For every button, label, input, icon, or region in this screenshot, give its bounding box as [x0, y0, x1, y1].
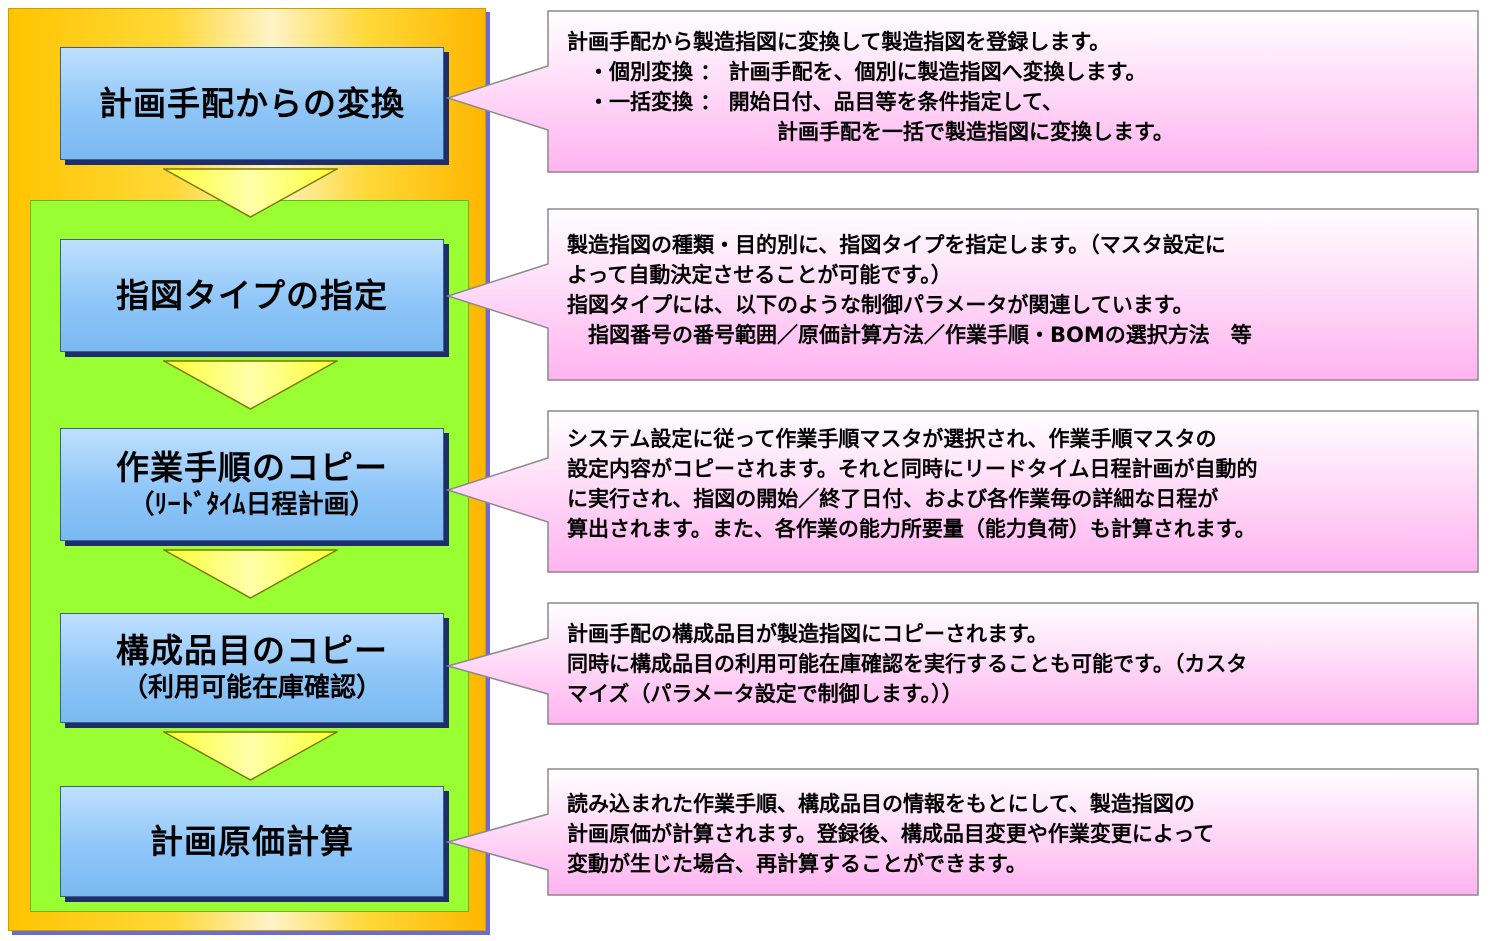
step-title: 計画手配からの変換: [99, 83, 405, 123]
callout-line: 計画手配を一括で製造指図に変換します。: [567, 120, 1174, 144]
callout-line: 同時に構成品目の利用可能在庫確認を実行することも可能です。（カスタ: [567, 652, 1248, 676]
step-box-cost-calculation: 計画原価計算: [60, 786, 444, 897]
step-box-routing-copy: 作業手順のコピー （ﾘｰﾄﾞﾀｲﾑ日程計画）: [60, 428, 444, 541]
down-arrow-icon: [163, 549, 338, 599]
callout-line: ・個別変換 ： 計画手配を、個別に製造指図へ変換します。: [567, 60, 1147, 84]
callout-line: 設定内容がコピーされます。それと同時にリードタイム日程計画が自動的: [567, 457, 1258, 481]
callout-line: に実行され、指図の開始／終了日付、および各作業毎の詳細な日程が: [567, 487, 1219, 511]
step-subtitle: （利用可能在庫確認）: [121, 673, 382, 703]
callout-line: 読み込まれた作業手順、構成品目の情報をもとにして、製造指図の: [567, 792, 1195, 816]
callout-line: 算出されます。また、各作業の能力所要量（能力負荷）も計算されます。: [567, 517, 1256, 541]
callout-line: 計画手配の構成品目が製造指図にコピーされます。: [567, 622, 1048, 646]
callout-plan-conversion: 計画手配から製造指図に変換して製造指図を登録します。 ・個別変換 ： 計画手配を…: [445, 10, 1483, 175]
callout-cost-calculation: 読み込まれた作業手順、構成品目の情報をもとにして、製造指図の 計画原価が計算され…: [445, 768, 1483, 898]
callout-line: 計画手配から製造指図に変換して製造指図を登録します。: [567, 30, 1111, 54]
callout-line: よって自動決定させることが可能です。）: [567, 263, 952, 287]
step-title: 指図タイプの指定: [116, 275, 388, 315]
callout-line: 指図番号の番号範囲／原価計算方法／作業手順・BOMの選択方法 等: [567, 323, 1252, 347]
down-arrow-icon: [163, 168, 338, 218]
callout-line: マイズ（パラメータ設定で制御します。））: [567, 682, 963, 706]
down-arrow-icon: [163, 731, 338, 781]
callout-routing-copy: システム設定に従って作業手順マスタが選択され、作業手順マスタの 設定内容がコピー…: [445, 410, 1483, 575]
step-box-component-copy: 構成品目のコピー （利用可能在庫確認）: [60, 613, 444, 723]
callout-line: 製造指図の種類・目的別に、指図タイプを指定します。（マスタ設定に: [567, 233, 1226, 257]
step-box-order-type: 指図タイプの指定: [60, 239, 444, 352]
callout-line: 計画原価が計算されます。登録後、構成品目変更や作業変更によって: [567, 822, 1215, 846]
callout-line: ・一括変換 ： 開始日付、品目等を条件指定して、: [567, 90, 1063, 114]
down-arrow-icon: [163, 360, 338, 410]
callout-line: 指図タイプには、以下のような制御パラメータが関連しています。: [567, 293, 1194, 317]
callout-order-type: 製造指図の種類・目的別に、指図タイプを指定します。（マスタ設定に よって自動決定…: [445, 208, 1483, 383]
callout-component-copy: 計画手配の構成品目が製造指図にコピーされます。 同時に構成品目の利用可能在庫確認…: [445, 602, 1483, 727]
step-box-plan-conversion: 計画手配からの変換: [60, 47, 444, 160]
callout-line: 変動が生じた場合、再計算することができます。: [567, 852, 1027, 876]
step-title: 計画原価計算: [150, 821, 354, 861]
step-title: 作業手順のコピー: [116, 447, 388, 487]
step-subtitle: （ﾘｰﾄﾞﾀｲﾑ日程計画）: [128, 489, 376, 520]
callout-line: システム設定に従って作業手順マスタが選択され、作業手順マスタの: [567, 427, 1217, 451]
step-title: 構成品目のコピー: [116, 631, 388, 670]
